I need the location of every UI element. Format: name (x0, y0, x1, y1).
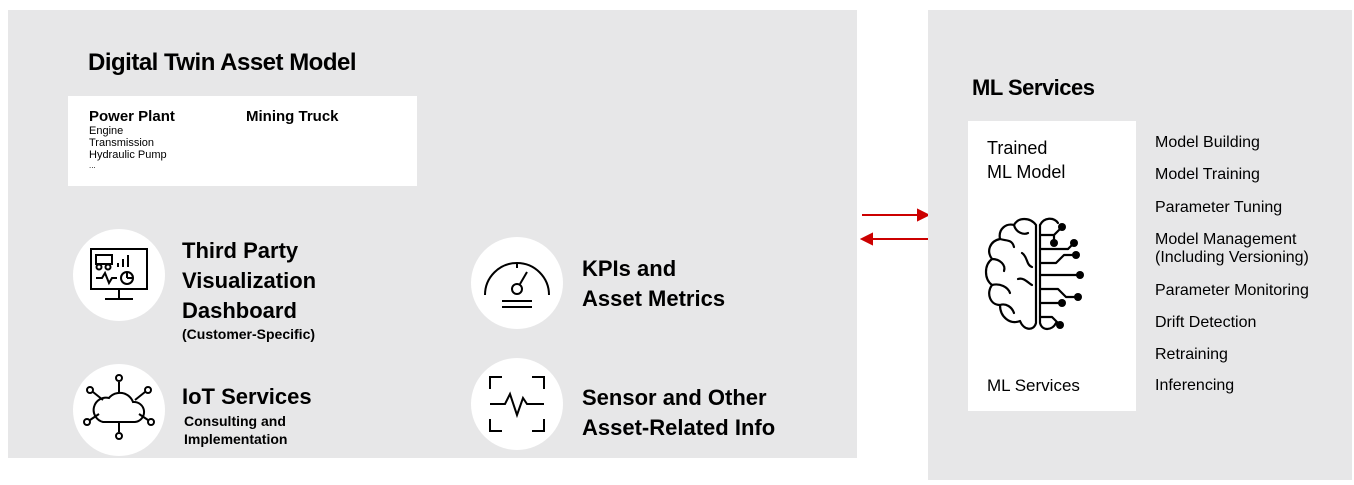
kpi-icon-circle (471, 237, 563, 329)
trained-model-line: ML Model (987, 162, 1066, 182)
power-plant-components: Engine Transmission Hydraulic Pump ... (89, 125, 167, 171)
iot-sublabel-line: Implementation (184, 431, 288, 447)
dashboard-label-line: Dashboard (182, 298, 297, 323)
kpi-label-line: KPIs and (582, 256, 677, 281)
dashboard-label-line: Third Party (182, 238, 299, 263)
service-item: Drift Detection (1155, 314, 1257, 331)
iot-services-label: IoT Services (182, 384, 312, 409)
iot-icon-circle (73, 364, 165, 456)
ml-services-card-label: ML Services (987, 376, 1080, 395)
dashboard-sublabel: (Customer-Specific) (182, 326, 316, 342)
sensor-label-line: Sensor and Other (582, 385, 767, 410)
arrow-right-head (917, 208, 930, 222)
arrow-left-head (860, 232, 873, 246)
service-item: Model Building (1155, 134, 1260, 151)
service-item: Model Training (1155, 166, 1260, 183)
sensor-icon-circle (471, 358, 563, 450)
brain-circuit-icon (984, 217, 1084, 331)
service-item: Model Management (1155, 231, 1297, 248)
sensor-pulse-icon (489, 376, 545, 432)
service-item: (Including Versioning) (1155, 249, 1309, 266)
component-item: Engine (89, 125, 124, 137)
asset-model-box: Power Plant Engine Transmission Hydrauli… (68, 96, 417, 186)
digital-twin-title: Digital Twin Asset Model (88, 49, 357, 76)
trained-model-line: Trained (987, 138, 1048, 158)
sensor-label-line: Asset-Related Info (582, 415, 776, 440)
dashboard-monitor-icon (90, 248, 148, 300)
dashboard-icon-circle (73, 229, 165, 321)
component-item: Hydraulic Pump (89, 149, 167, 161)
power-plant-title: Power Plant (89, 108, 175, 125)
service-item: Parameter Tuning (1155, 199, 1283, 216)
service-item: Retraining (1155, 346, 1228, 363)
exchange-arrows (860, 208, 930, 246)
iot-sublabel-line: Consulting and (184, 413, 286, 429)
dashboard-label-line: Visualization (182, 268, 317, 293)
trained-model-label: Trained ML Model (987, 136, 1065, 184)
service-item: Inferencing (1155, 377, 1235, 394)
sensor-label: Sensor and Other Asset-Related Info (582, 383, 775, 443)
gauge-icon (484, 262, 550, 308)
ml-services-title: ML Services (972, 75, 1095, 100)
service-item: Parameter Monitoring (1155, 282, 1309, 299)
iot-services-sublabel: Consulting and Implementation (184, 412, 287, 448)
component-item: ... (89, 161, 96, 170)
trained-model-card: Trained ML Model (968, 121, 1136, 411)
component-item: Transmission (89, 137, 154, 149)
cloud-network-icon (83, 374, 155, 440)
kpi-label-line: Asset Metrics (582, 286, 726, 311)
dashboard-label: Third Party Visualization Dashboard (Cus… (182, 236, 316, 342)
kpi-label: KPIs and Asset Metrics (582, 254, 725, 314)
mining-truck-title: Mining Truck (246, 108, 339, 125)
